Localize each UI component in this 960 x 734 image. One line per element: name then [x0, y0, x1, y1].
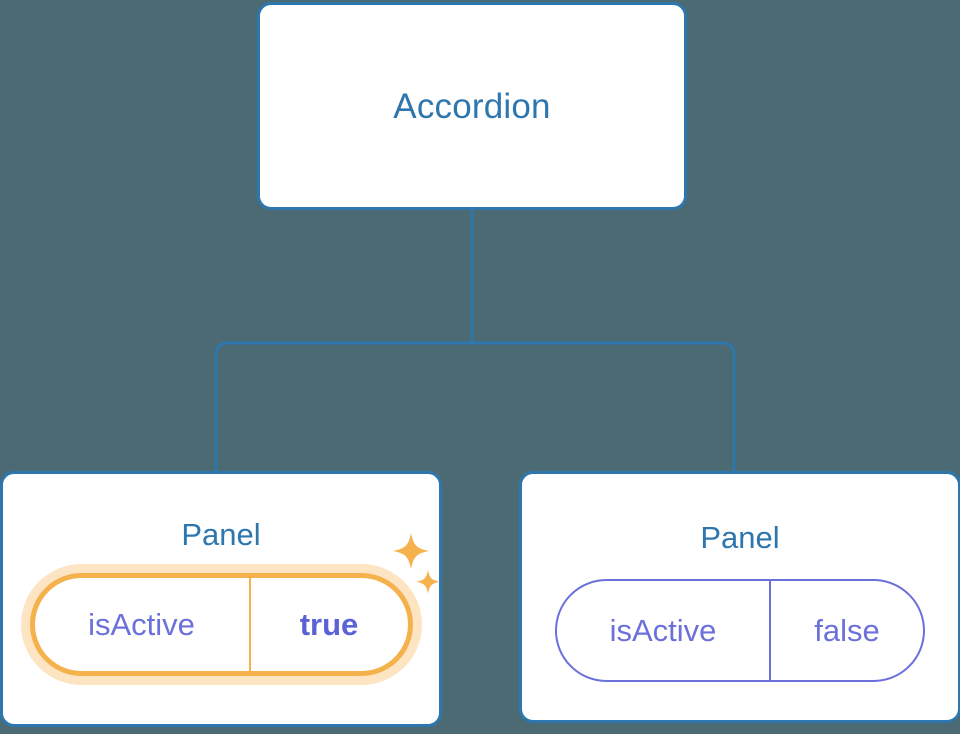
prop-key: isActive — [609, 612, 717, 648]
node-panel-active[interactable]: Panel isActive true — [0, 471, 442, 727]
prop-value: true — [248, 578, 408, 671]
prop-pill-wrapper: isActive true — [29, 533, 440, 676]
connector-branch-to-left-panel — [214, 341, 472, 472]
node-title: Panel — [181, 517, 261, 552]
node-panel-inactive[interactable]: Panel isActive false — [519, 471, 960, 723]
node-accordion[interactable]: Accordion — [257, 2, 687, 210]
sparkle-icon-large — [392, 533, 429, 569]
prop-key: isActive — [88, 606, 195, 642]
prop-pill-wrapper: isActive false — [555, 579, 925, 682]
prop-value: false — [769, 581, 923, 680]
connector-branch-to-right-panel — [472, 341, 736, 472]
prop-pill[interactable]: isActive false — [555, 579, 925, 682]
node-title: Accordion — [393, 86, 551, 126]
prop-pill-highlighted[interactable]: isActive true — [29, 573, 413, 676]
sparkle-icon-small — [415, 570, 440, 594]
node-title: Panel — [700, 520, 780, 555]
